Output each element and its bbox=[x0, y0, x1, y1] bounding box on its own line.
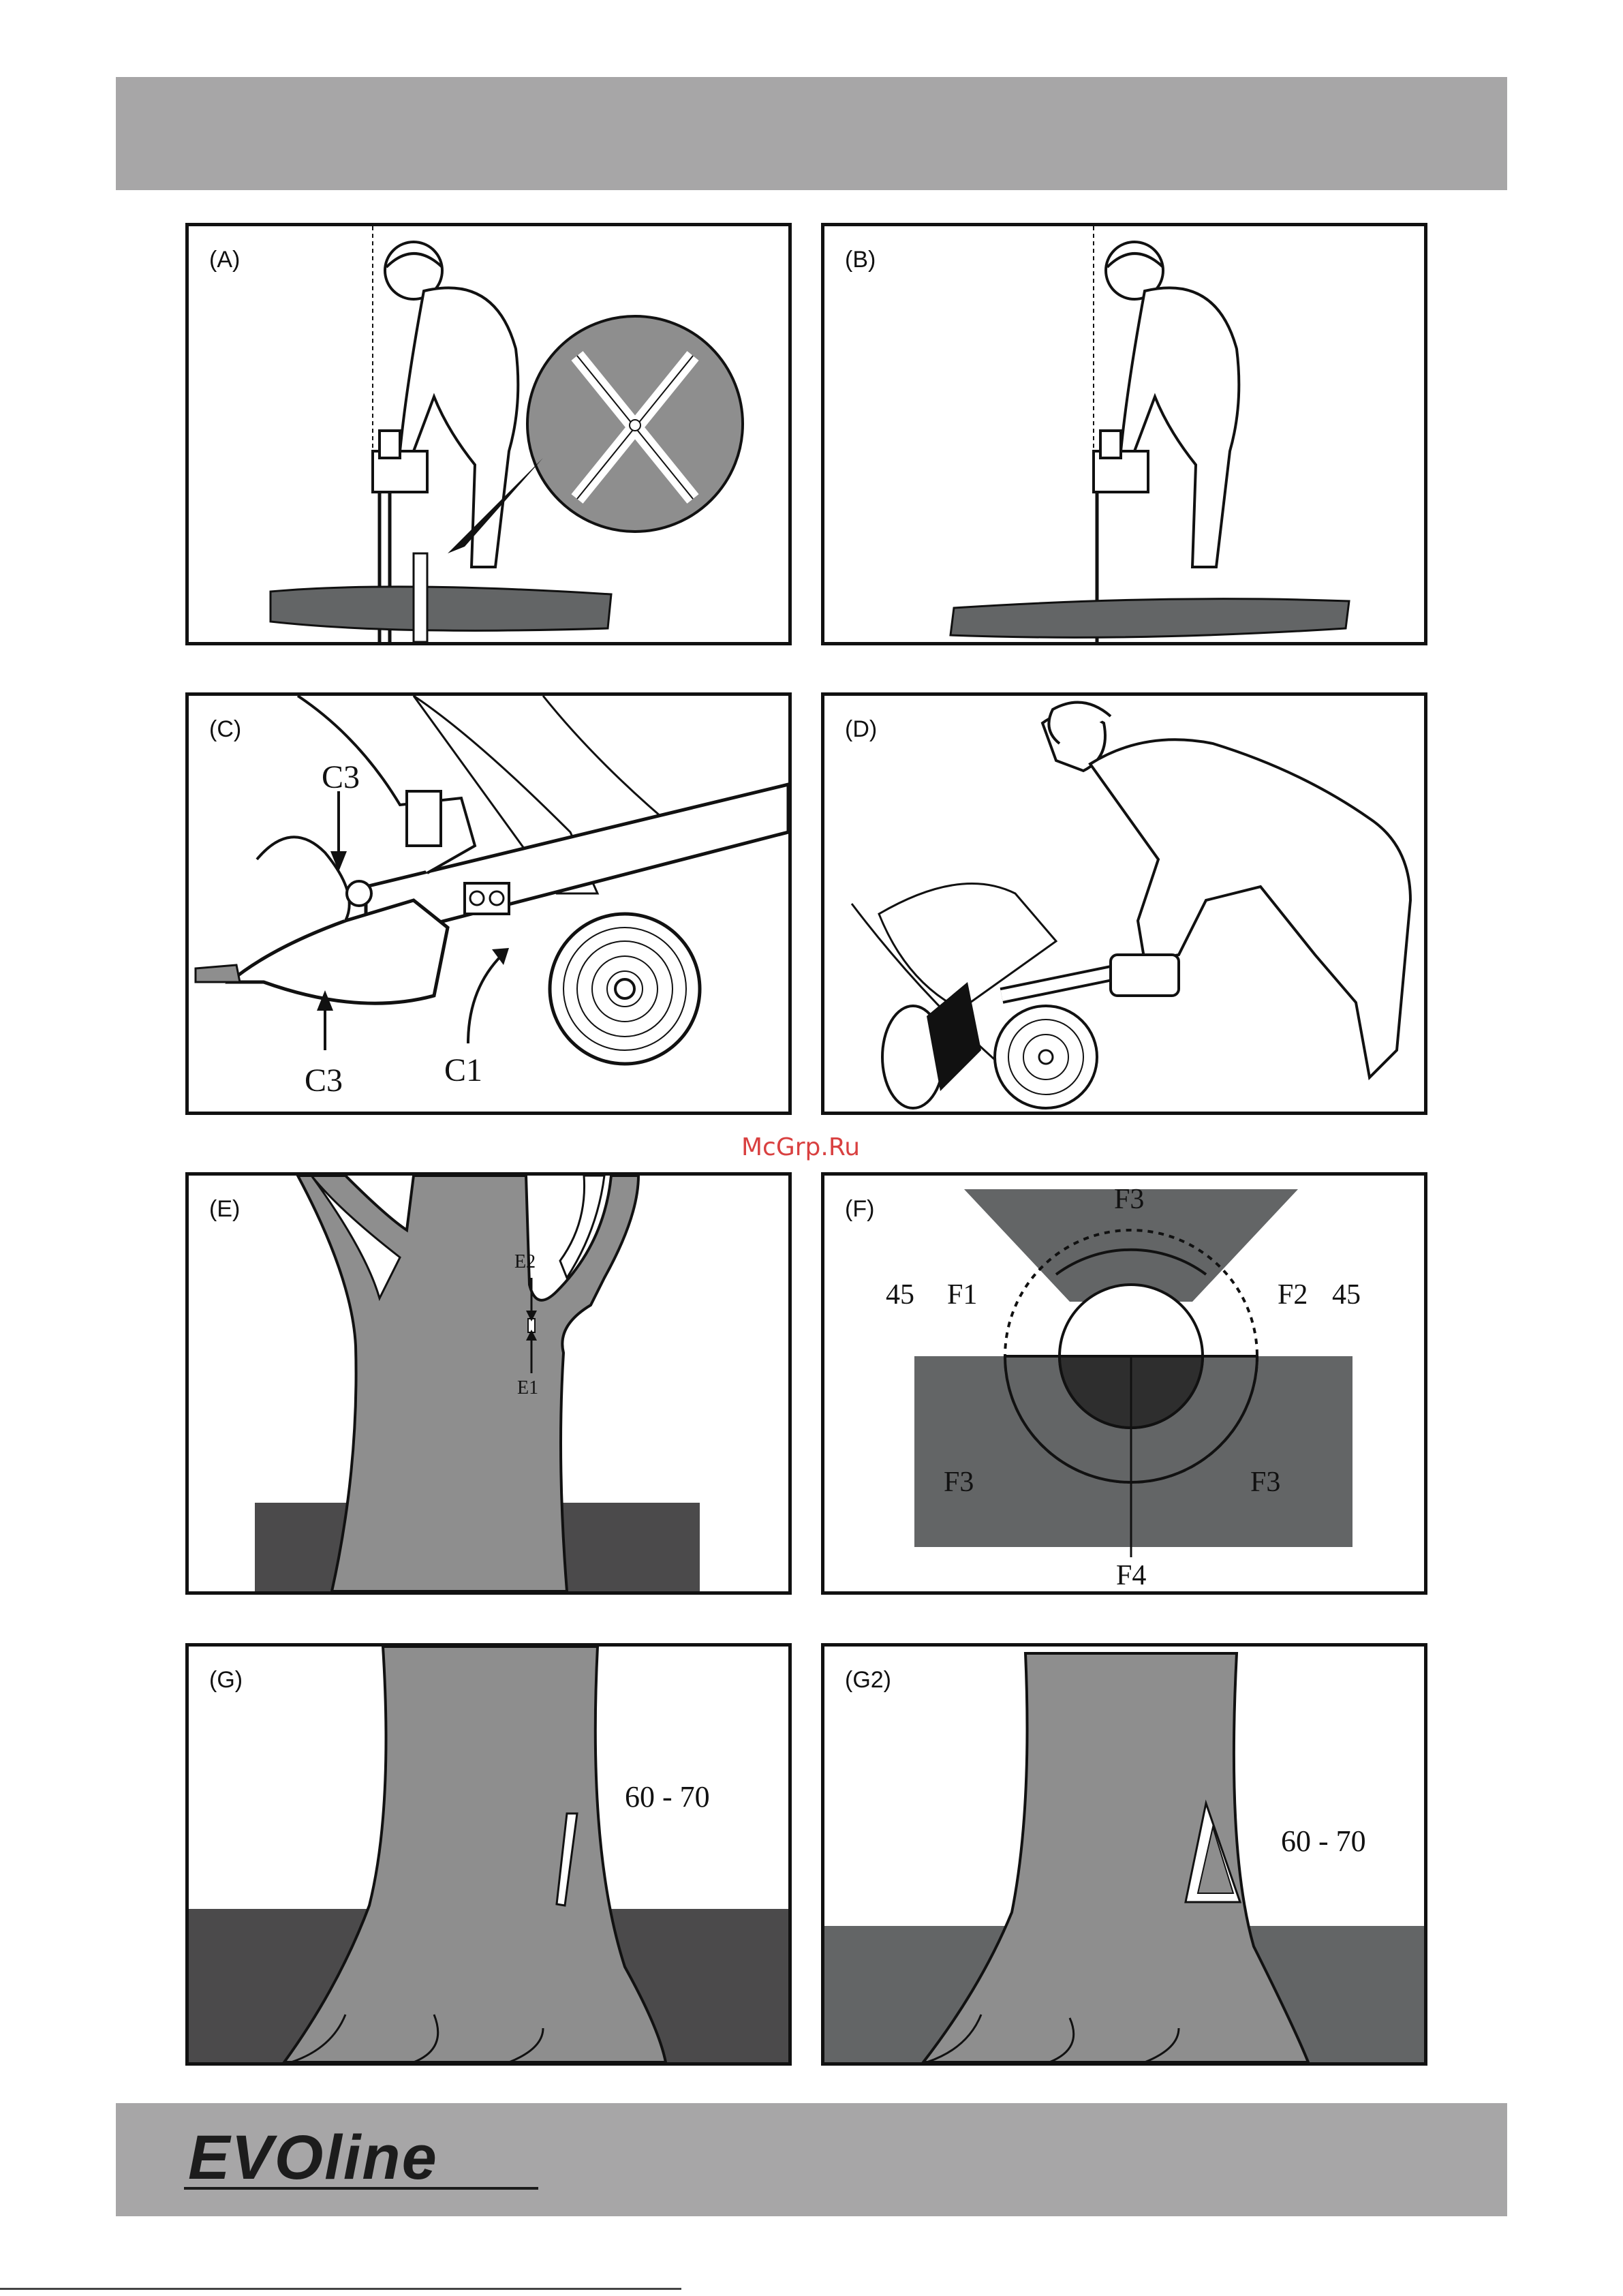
figure-b-illustration bbox=[824, 226, 1424, 642]
angle-range-label: 60 - 70 bbox=[1281, 1824, 1366, 1858]
figure-d: (D) bbox=[821, 692, 1427, 1115]
callout-f1: F1 bbox=[947, 1279, 977, 1311]
figure-e-illustration: E2 E1 bbox=[189, 1176, 788, 1591]
figure-c-illustration: C3 C3 C1 bbox=[189, 696, 788, 1112]
figure-g-label: (G) bbox=[209, 1667, 243, 1694]
figure-e-label: (E) bbox=[209, 1196, 240, 1223]
header-band bbox=[116, 77, 1507, 190]
figure-g: 60 - 70 (G) bbox=[185, 1643, 792, 2066]
callout-f2: F2 bbox=[1278, 1279, 1308, 1311]
bottom-rule bbox=[0, 2288, 681, 2290]
figure-d-label: (D) bbox=[845, 716, 877, 743]
evoline-logo: EVOline bbox=[184, 2123, 566, 2198]
figure-f-illustration: F3 45 F1 F2 45 F3 F3 F4 bbox=[824, 1176, 1424, 1591]
figure-e: E2 E1 (E) bbox=[185, 1172, 792, 1595]
figure-d-illustration bbox=[824, 696, 1424, 1112]
watermark: McGrp.Ru bbox=[741, 1133, 860, 1161]
logo-text: EVOline bbox=[188, 2123, 438, 2192]
right-angle-label: 45 bbox=[1332, 1279, 1361, 1311]
figure-a-label: (A) bbox=[209, 247, 240, 273]
callout-e1: E1 bbox=[517, 1377, 538, 1398]
figure-g-illustration: 60 - 70 bbox=[189, 1647, 788, 2062]
figure-b-label: (B) bbox=[845, 247, 876, 273]
callout-f3-left: F3 bbox=[944, 1467, 974, 1498]
angle-range-label: 60 - 70 bbox=[625, 1780, 710, 1813]
figure-a: (A) bbox=[185, 223, 792, 645]
figure-b: (B) bbox=[821, 223, 1427, 645]
figure-f-label: (F) bbox=[845, 1196, 874, 1223]
figure-c-label: (C) bbox=[209, 716, 241, 743]
figure-g2-label: (G2) bbox=[845, 1667, 891, 1694]
callout-f3-right: F3 bbox=[1250, 1467, 1280, 1498]
callout-e2: E2 bbox=[514, 1251, 536, 1272]
left-angle-label: 45 bbox=[886, 1279, 914, 1311]
figure-c: C3 C3 C1 (C) bbox=[185, 692, 792, 1115]
callout-c3-top: C3 bbox=[322, 759, 360, 795]
callout-c1: C1 bbox=[444, 1052, 482, 1088]
figure-g2-illustration: 60 - 70 bbox=[824, 1647, 1424, 2062]
callout-c3-bottom: C3 bbox=[305, 1062, 343, 1099]
figure-f: F3 45 F1 F2 45 F3 F3 F4 (F) bbox=[821, 1172, 1427, 1595]
callout-f3-top: F3 bbox=[1114, 1184, 1144, 1215]
callout-f4: F4 bbox=[1116, 1560, 1146, 1591]
figure-a-illustration bbox=[189, 226, 788, 642]
figure-g2: 60 - 70 (G2) bbox=[821, 1643, 1427, 2066]
